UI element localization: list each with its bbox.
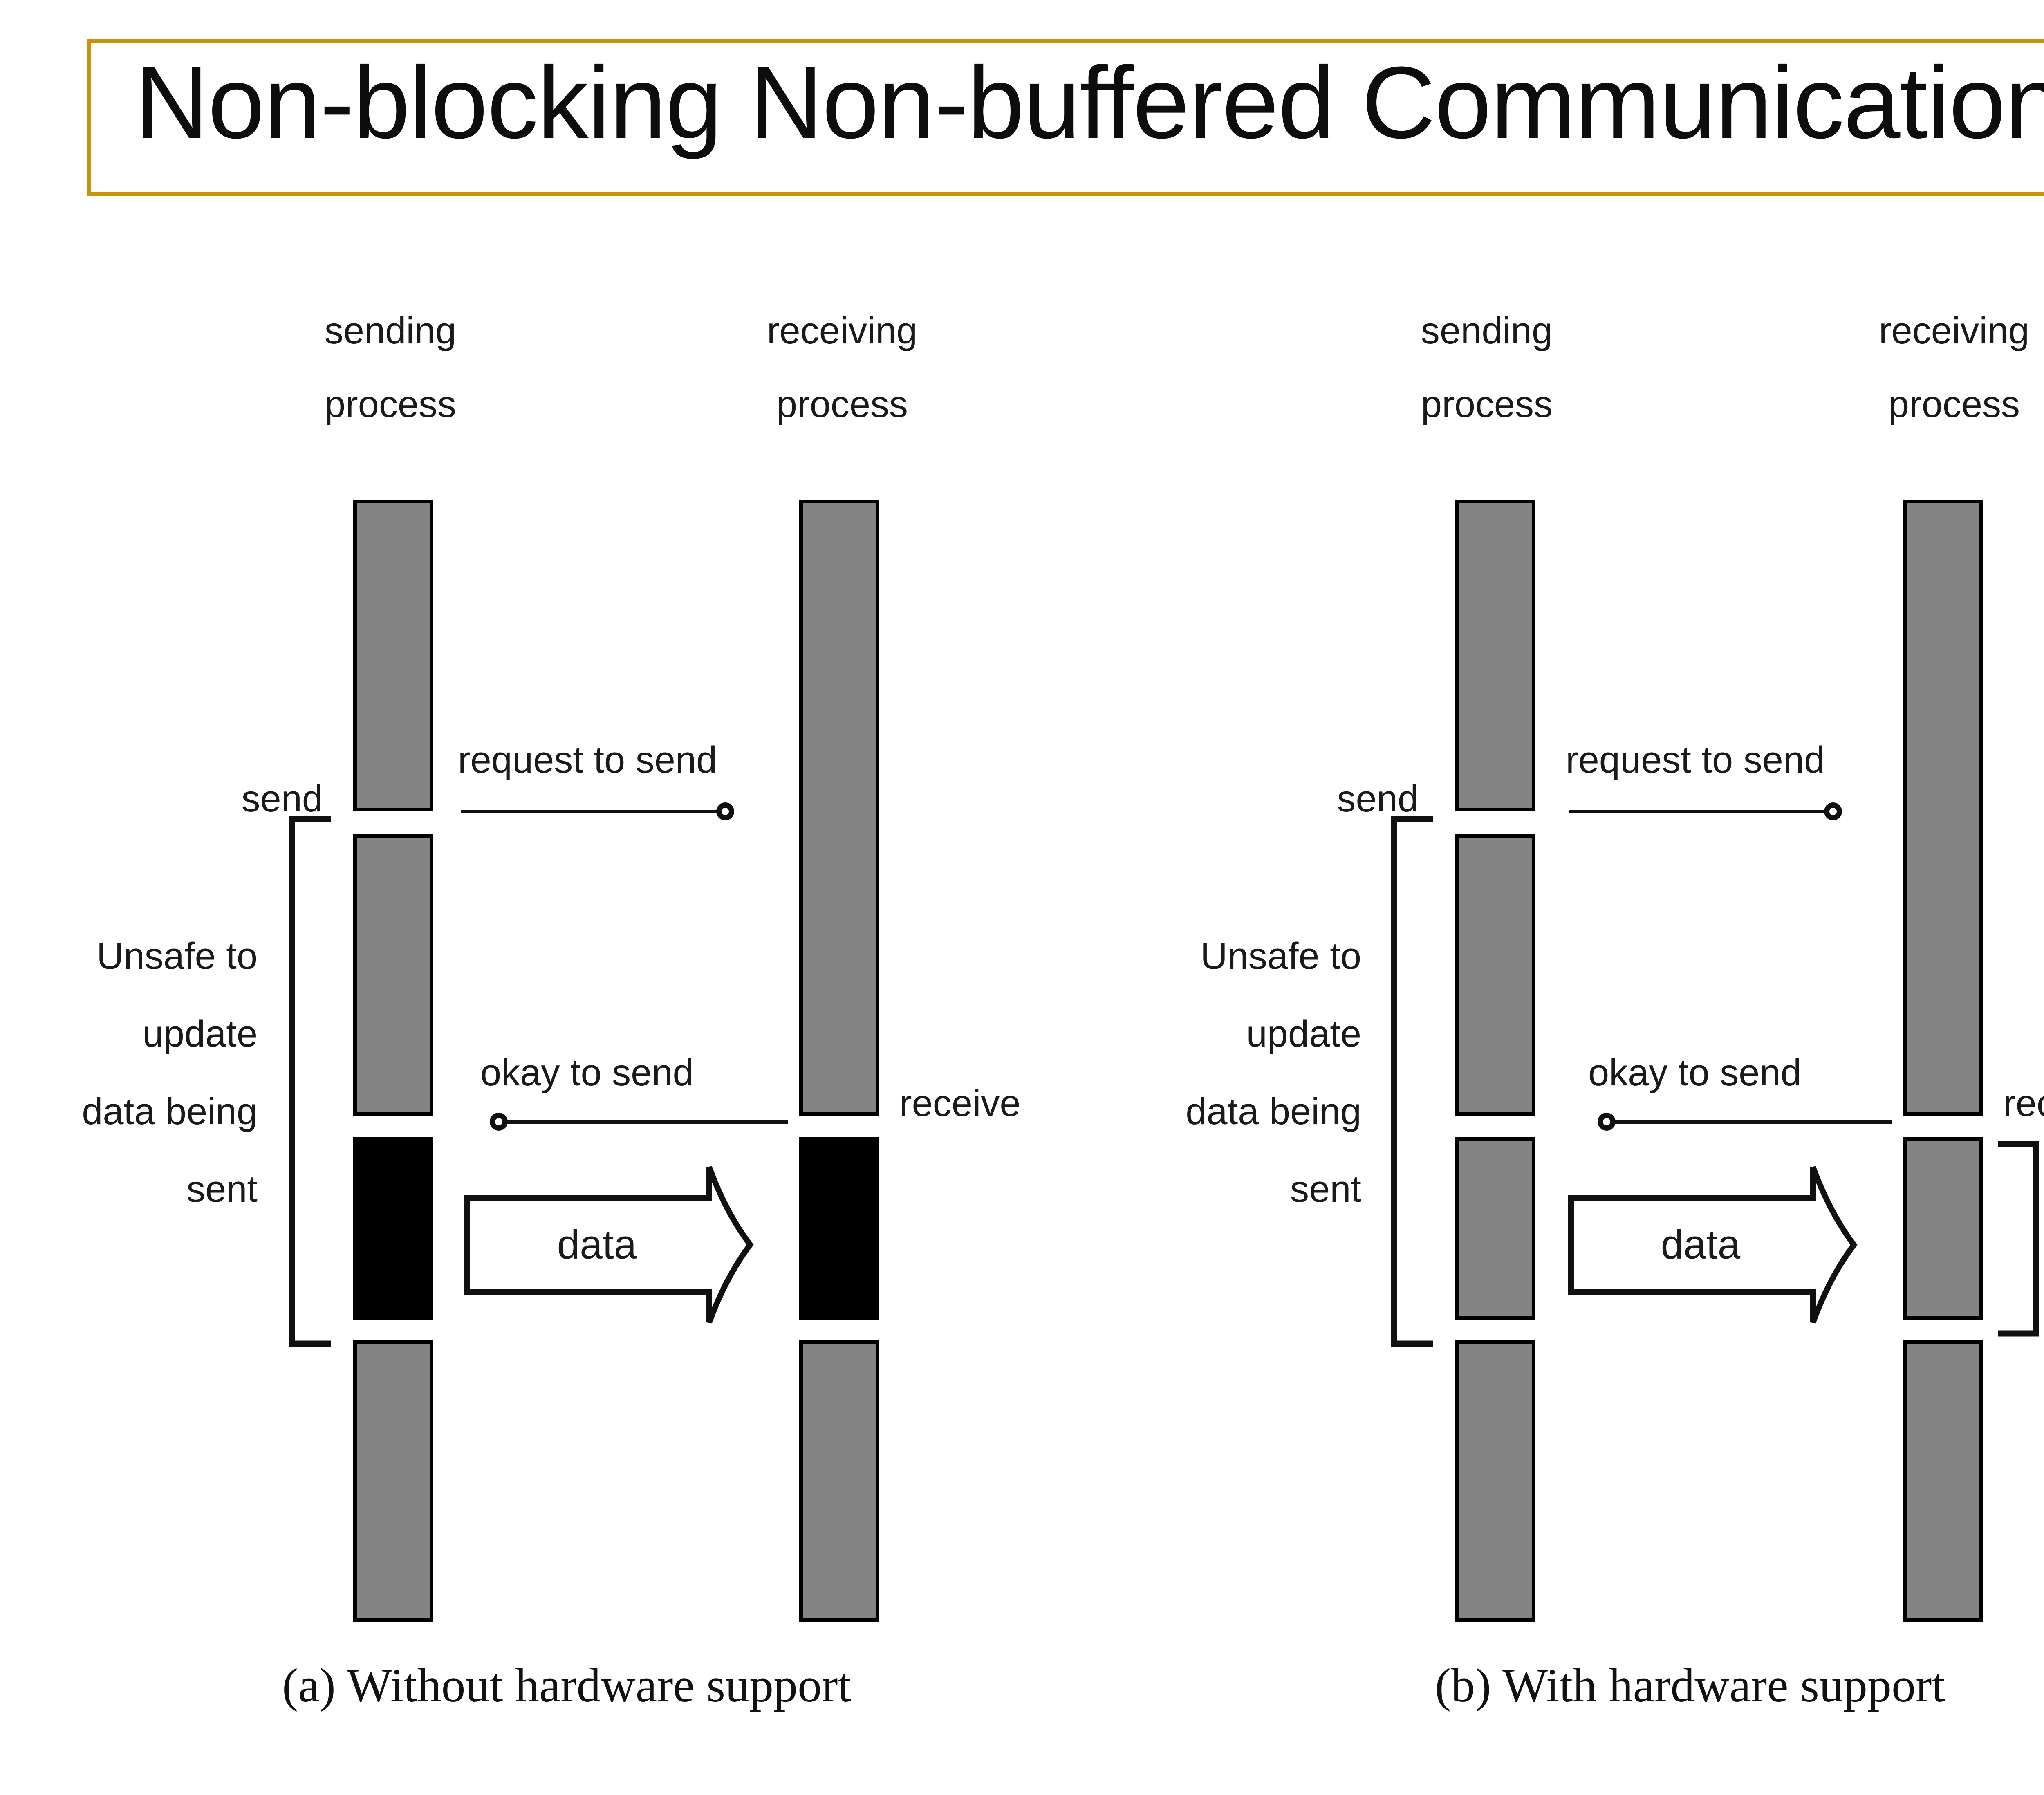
panel-b-sender-segment-4 bbox=[1455, 1340, 1535, 1622]
panel-a-message-okay-to-send-label: okay to send bbox=[480, 1052, 694, 1094]
panel-b-sender-segment-3 bbox=[1455, 1137, 1535, 1320]
panel-b-receiver-segment-2 bbox=[1903, 1137, 1983, 1320]
panel-b-message-data-block-arrow: data bbox=[1568, 1163, 1878, 1327]
panel-b-message-data-label: data bbox=[1661, 1221, 1741, 1268]
panel-a-unsafe-label-line4: sent bbox=[186, 1168, 258, 1210]
panel-a-message-request-to-send-arrowhead-icon bbox=[716, 802, 734, 820]
panel-a-receiver-segment-1 bbox=[799, 500, 879, 1116]
panel-a-message-request-to-send-label: request to send bbox=[458, 739, 717, 781]
panel-b-receiver-header-line2: process bbox=[1888, 383, 2020, 425]
panel-b-receiver-segment-1 bbox=[1903, 500, 1983, 1116]
panel-b-sender-segment-2 bbox=[1455, 834, 1535, 1116]
panel-b-sender-header-line2: process bbox=[1421, 383, 1553, 425]
panel-b-message-request-to-send-arrowhead-icon bbox=[1824, 802, 1842, 820]
panel-b-unsafe-update-label-line4: sent bbox=[1290, 1168, 1361, 1210]
panel-a-unsafe-label-line2: update bbox=[142, 1013, 258, 1055]
panel-b-message-okay-to-send-arrowhead-icon bbox=[1598, 1113, 1616, 1131]
panel-a-receiver-segment-3 bbox=[799, 1340, 879, 1622]
panel-b-receiver-segment-3 bbox=[1903, 1340, 1983, 1622]
panel-a-message-request-to-send-line bbox=[461, 810, 723, 813]
panel-b-unsafe-update-label-line1: Unsafe to bbox=[1200, 935, 1361, 977]
panel-a-caption: (a) Without hardware support bbox=[282, 1658, 852, 1712]
panel-a-message-okay-to-send-arrowhead-icon bbox=[490, 1113, 508, 1131]
panel-a-sender-segment-3 bbox=[353, 1137, 433, 1320]
panel-b-message-okay-to-send-label: okay to send bbox=[1588, 1052, 1802, 1094]
panel-a-sender-segment-4 bbox=[353, 1340, 433, 1622]
panel-a-receiver-header-line2: process bbox=[776, 383, 908, 425]
panel-b-caption: (b) With hardware support bbox=[1435, 1658, 1945, 1712]
panel-a-receiver-segment-2 bbox=[799, 1137, 879, 1320]
panel-b-send-label: send bbox=[1337, 778, 1419, 820]
panel-a-unsafe-label-line3: data being bbox=[82, 1091, 258, 1132]
panel-a-receiver-header-line1: receiving bbox=[766, 310, 918, 352]
panel-b-receive-label: receive bbox=[2003, 1082, 2044, 1124]
panel-b-unsafe-read-bracket-icon bbox=[1995, 1141, 2042, 1337]
panel-b-receiver-header-line1: receiving bbox=[1878, 310, 2030, 352]
panel-b-message-request-to-send-label: request to send bbox=[1566, 739, 1825, 781]
panel-b-message-okay-to-send-line bbox=[1610, 1120, 1892, 1124]
panel-a-message-data-label: data bbox=[557, 1221, 637, 1268]
panel-b-message-request-to-send-line bbox=[1569, 810, 1831, 813]
panel-a-sender-segment-1 bbox=[353, 500, 433, 811]
panel-a-message-okay-to-send-line bbox=[502, 1120, 788, 1124]
panel-a-sender-header-line1: sending bbox=[324, 310, 457, 352]
panel-a-unsafe-label-line1: Unsafe to bbox=[96, 935, 258, 977]
panel-b-unsafe-update-label-line2: update bbox=[1246, 1013, 1361, 1055]
panel-a-sender-header-line2: process bbox=[324, 383, 457, 425]
title-border-box bbox=[87, 39, 2044, 196]
panel-b-sender-header-line1: sending bbox=[1421, 310, 1553, 352]
panel-b-unsafe-update-bracket-icon bbox=[1388, 816, 1437, 1347]
panel-a-sender-segment-2 bbox=[353, 834, 433, 1116]
page-title: Non-blocking Non-buffered Communication bbox=[135, 45, 2044, 159]
panel-b-sender-segment-1 bbox=[1455, 500, 1535, 811]
panel-b-unsafe-update-label-line3: data being bbox=[1186, 1091, 1361, 1132]
panel-a-message-data-block-arrow: data bbox=[464, 1163, 775, 1327]
panel-a-unsafe-bracket-icon bbox=[286, 816, 335, 1347]
panel-a-receive-label: receive bbox=[899, 1082, 1021, 1124]
panel-a-send-label: send bbox=[241, 778, 323, 820]
